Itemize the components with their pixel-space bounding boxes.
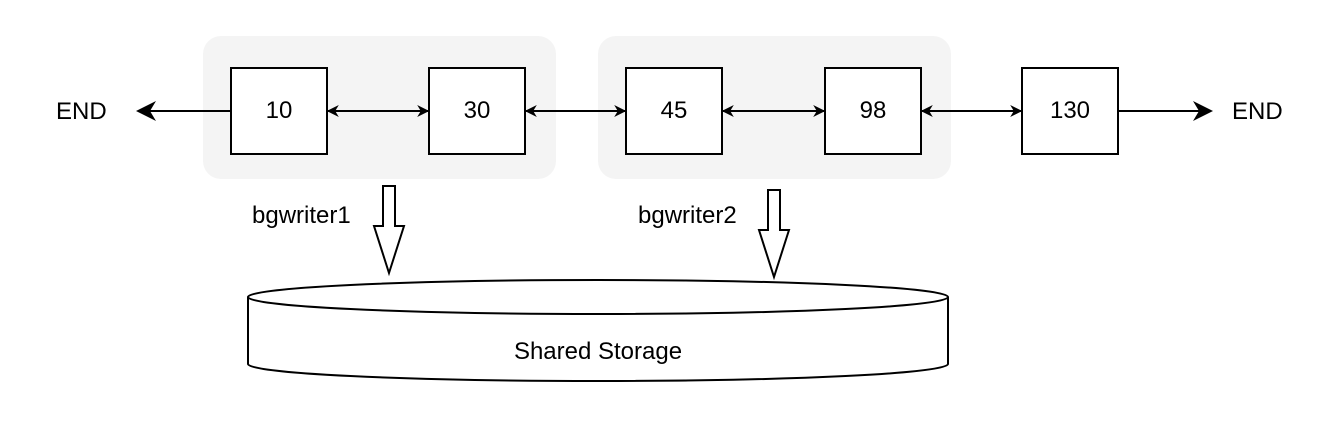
- writer-label-2: bgwriter2: [638, 202, 737, 229]
- node-label-10: 10: [265, 97, 293, 124]
- storage-cylinder-body: [247, 297, 949, 382]
- node-label-98: 98: [859, 97, 887, 124]
- end-label-left: END: [56, 98, 107, 125]
- node-box-98: [824, 67, 922, 155]
- end-label-right: END: [1232, 98, 1283, 125]
- node-label-45: 45: [660, 97, 688, 124]
- writer-arrow-1: [372, 185, 406, 277]
- storage-cylinder-top: [247, 279, 949, 315]
- node-box-45: [625, 67, 723, 155]
- node-label-130: 130: [1049, 97, 1091, 124]
- writer-arrow-2: [757, 189, 791, 281]
- storage-label: Shared Storage: [513, 338, 683, 365]
- node-box-10: [230, 67, 328, 155]
- writer-label-1: bgwriter1: [252, 202, 351, 229]
- node-label-30: 30: [463, 97, 491, 124]
- node-box-130: [1021, 67, 1119, 155]
